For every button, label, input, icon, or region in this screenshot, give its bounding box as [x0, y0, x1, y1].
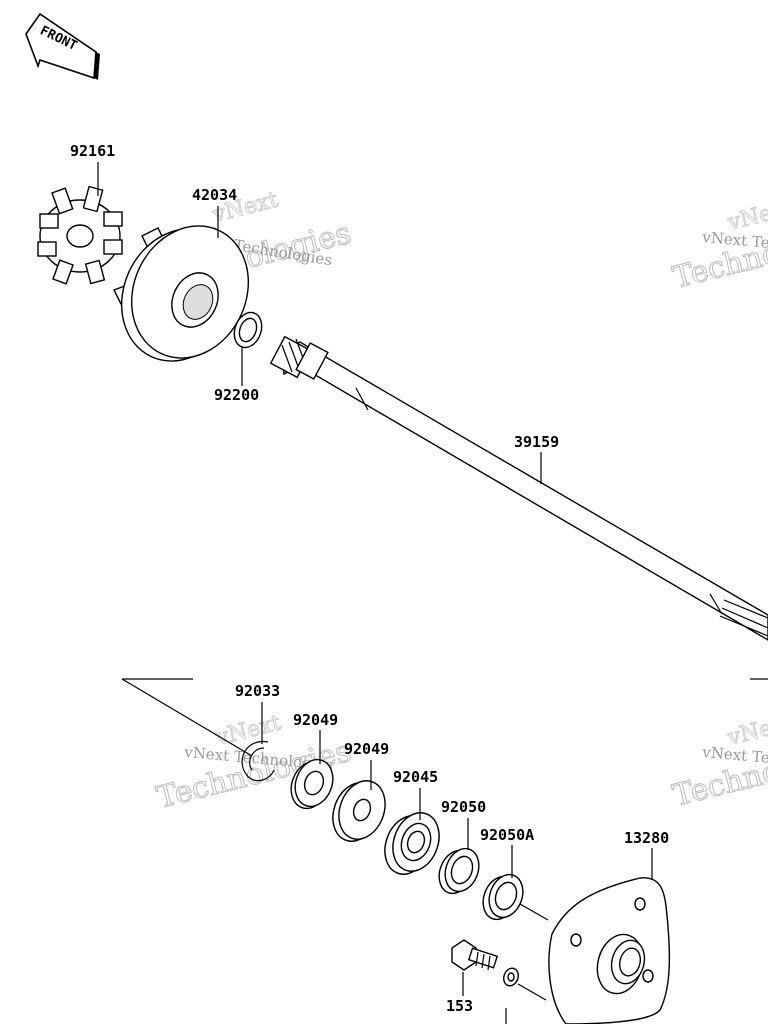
part-92049-b-drawing — [332, 780, 386, 842]
washer-drawing — [503, 967, 547, 1001]
part-number-label: 92050 — [441, 798, 486, 816]
part-number-label: 92161 — [70, 142, 115, 160]
watermark-bottom-right: vNext Technologies vNext Technologies — [669, 710, 768, 814]
part-13280-drawing — [548, 877, 671, 1024]
part-92161-drawing — [37, 185, 123, 285]
front-direction-badge: FRONT — [25, 12, 100, 80]
part-92049-a-drawing — [290, 758, 334, 810]
part-number-label: 13280 — [624, 829, 669, 847]
part-92050-drawing — [438, 847, 480, 895]
part-number-label: 92045 — [393, 768, 438, 786]
leader-line-divider — [121, 678, 253, 757]
part-92033-drawing — [241, 741, 275, 782]
part-42034-drawing — [113, 225, 250, 362]
part-number-label: 92050A — [480, 826, 534, 844]
part-number-label: 153 — [446, 997, 473, 1015]
watermark-top-right: vNext Technologies vNext Technologies — [669, 195, 768, 296]
part-number-label: 92049 — [293, 711, 338, 729]
part-number-label: 42034 — [192, 186, 237, 204]
part-153-drawing — [451, 939, 499, 971]
watermark-vnext: vNext — [212, 711, 283, 751]
leader-lines — [97, 162, 653, 1024]
part-number-label: 92033 — [235, 682, 280, 700]
part-number-label: 92049 — [344, 740, 389, 758]
part-39159-drawing — [269, 335, 768, 641]
part-number-label: 39159 — [514, 433, 559, 451]
part-92200-drawing — [233, 311, 263, 349]
part-92050A-drawing — [482, 873, 549, 921]
part-92045-drawing — [384, 812, 440, 875]
part-number-label: 92200 — [214, 386, 259, 404]
